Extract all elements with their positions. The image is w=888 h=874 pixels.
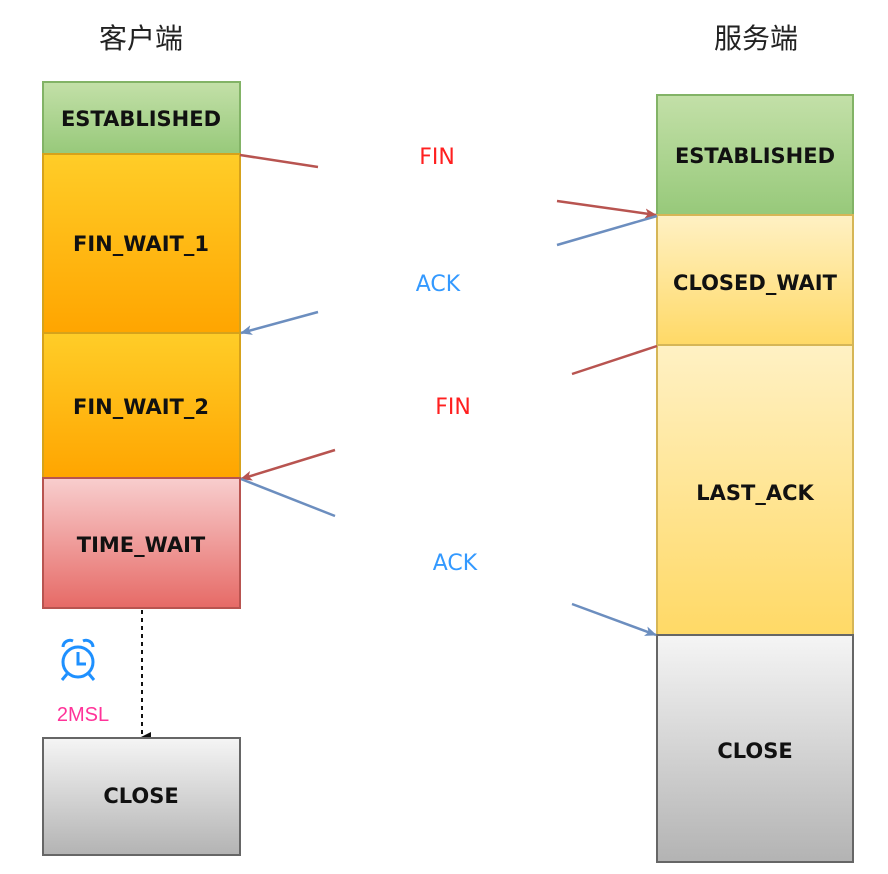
state-label: TIME_WAIT bbox=[77, 533, 206, 557]
client-state-time-wait: TIME_WAIT bbox=[42, 477, 241, 609]
alarm-clock-icon bbox=[60, 638, 96, 681]
server-state-closed-wait: CLOSED_WAIT bbox=[656, 214, 854, 346]
server-state-established: ESTABLISHED bbox=[656, 94, 854, 216]
timer-label-2msl: 2MSL bbox=[57, 704, 109, 726]
client-state-fin-wait-2: FIN_WAIT_2 bbox=[42, 332, 241, 479]
state-label: FIN_WAIT_1 bbox=[73, 232, 209, 256]
server-title: 服务端 bbox=[714, 22, 798, 55]
state-label: CLOSED_WAIT bbox=[673, 271, 838, 295]
server-state-last-ack: LAST_ACK bbox=[656, 344, 854, 636]
client-state-fin-wait-1: FIN_WAIT_1 bbox=[42, 153, 241, 334]
fin-label-2: FIN bbox=[435, 395, 471, 420]
state-label: CLOSE bbox=[103, 784, 178, 808]
state-label: FIN_WAIT_2 bbox=[73, 395, 209, 419]
state-label: CLOSE bbox=[717, 739, 792, 763]
state-label: ESTABLISHED bbox=[61, 107, 221, 131]
client-state-established: ESTABLISHED bbox=[42, 81, 241, 155]
ack-arrow-2 bbox=[240, 477, 657, 637]
ack-label-2: ACK bbox=[433, 551, 478, 576]
ack-label-1: ACK bbox=[416, 272, 461, 297]
ack-arrow-1 bbox=[240, 214, 658, 335]
state-label: LAST_ACK bbox=[696, 481, 814, 505]
state-label: ESTABLISHED bbox=[675, 144, 835, 168]
client-state-close: CLOSE bbox=[42, 737, 241, 856]
fin-arrow-1 bbox=[239, 153, 657, 219]
server-state-close: CLOSE bbox=[656, 634, 854, 863]
fin-arrow-2 bbox=[240, 344, 658, 481]
fin-label-1: FIN bbox=[419, 145, 455, 170]
client-title: 客户端 bbox=[99, 22, 183, 55]
